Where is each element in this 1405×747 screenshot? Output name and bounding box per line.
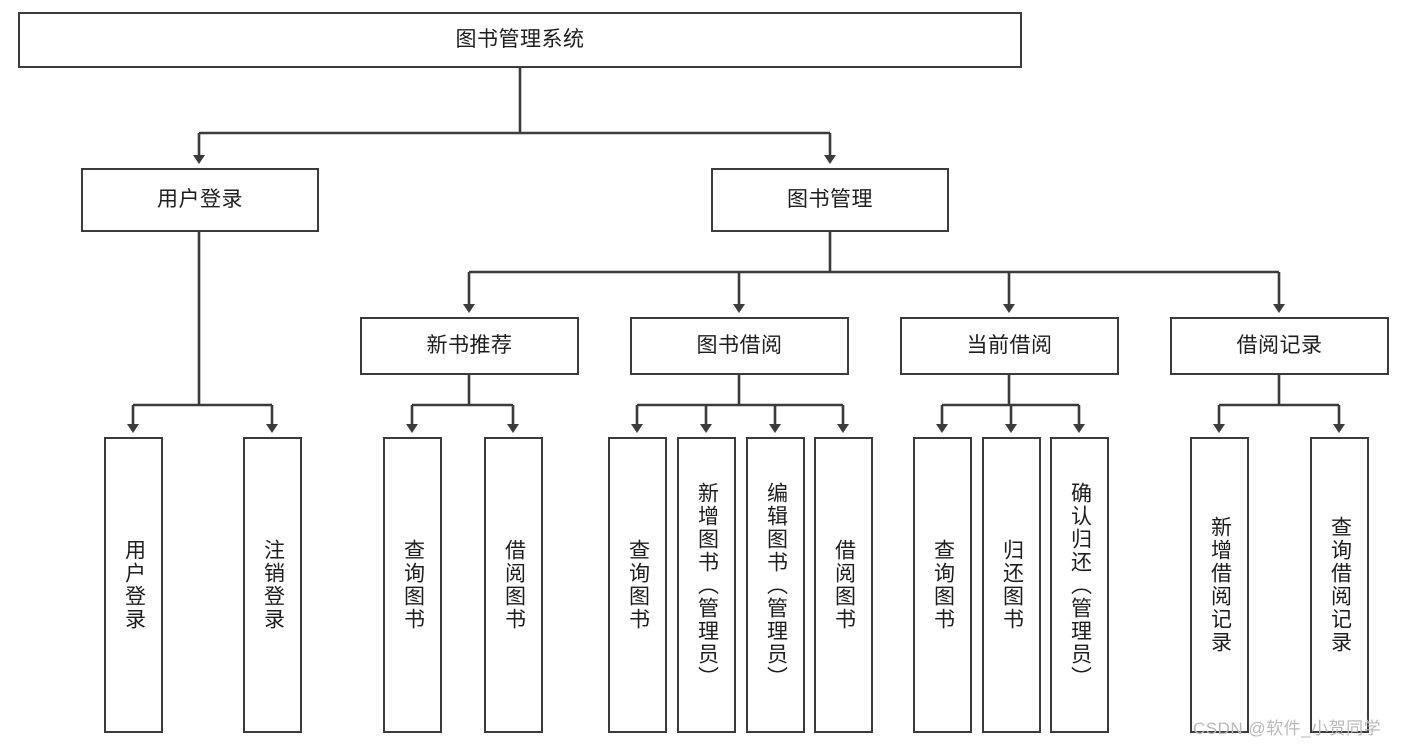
node-book-manage[interactable]: 图书管理 <box>711 168 949 232</box>
node-user-login[interactable]: 用户登录 <box>81 168 319 232</box>
node-leaf-edit-book-label: 编辑图书（管理员） <box>764 481 788 689</box>
node-leaf-borrow-book-2-label: 借阅图书 <box>832 539 856 631</box>
node-leaf-add-book-label: 新增图书（管理员） <box>695 481 719 689</box>
node-leaf-borrow-book-1-label: 借阅图书 <box>502 539 526 631</box>
node-leaf-add-record[interactable]: 新增借阅记录 <box>1190 437 1249 733</box>
node-leaf-borrow-book-2[interactable]: 借阅图书 <box>814 437 873 733</box>
node-leaf-add-book[interactable]: 新增图书（管理员） <box>677 437 736 733</box>
node-leaf-return-book[interactable]: 归还图书 <box>982 437 1041 733</box>
node-leaf-query-book-3-label: 查询图书 <box>931 539 955 631</box>
node-leaf-query-book-2[interactable]: 查询图书 <box>608 437 667 733</box>
node-new-book-recommend-label: 新书推荐 <box>426 333 513 357</box>
node-root-label: 图书管理系统 <box>455 27 585 51</box>
node-borrow-record[interactable]: 借阅记录 <box>1170 317 1389 375</box>
node-user-login-label: 用户登录 <box>157 187 243 211</box>
node-leaf-query-book-1-label: 查询图书 <box>401 539 425 631</box>
node-leaf-query-record-label: 查询借阅记录 <box>1328 516 1352 654</box>
node-borrow-record-label: 借阅记录 <box>1236 333 1323 357</box>
node-leaf-edit-book[interactable]: 编辑图书（管理员） <box>746 437 805 733</box>
node-leaf-user-login[interactable]: 用户登录 <box>104 437 163 733</box>
node-current-borrow-label: 当前借阅 <box>966 333 1053 357</box>
node-book-manage-label: 图书管理 <box>787 187 873 211</box>
watermark: CSDN @软件_小贺同学 <box>1193 719 1382 738</box>
node-leaf-query-book-1[interactable]: 查询图书 <box>383 437 442 733</box>
node-leaf-user-login-label: 用户登录 <box>122 539 146 631</box>
node-book-borrow[interactable]: 图书借阅 <box>630 317 849 375</box>
node-book-borrow-label: 图书借阅 <box>696 333 783 357</box>
node-leaf-confirm-return[interactable]: 确认归还（管理员） <box>1050 437 1109 733</box>
node-leaf-logout-label: 注销登录 <box>261 539 285 631</box>
node-leaf-borrow-book-1[interactable]: 借阅图书 <box>484 437 543 733</box>
node-leaf-confirm-return-label: 确认归还（管理员） <box>1068 481 1092 689</box>
node-leaf-logout[interactable]: 注销登录 <box>243 437 302 733</box>
node-leaf-add-record-label: 新增借阅记录 <box>1208 516 1232 654</box>
node-new-book-recommend[interactable]: 新书推荐 <box>360 317 579 375</box>
node-root[interactable]: 图书管理系统 <box>18 12 1022 68</box>
node-leaf-query-record[interactable]: 查询借阅记录 <box>1310 437 1369 733</box>
node-current-borrow[interactable]: 当前借阅 <box>900 317 1119 375</box>
node-leaf-query-book-2-label: 查询图书 <box>626 539 650 631</box>
node-leaf-return-book-label: 归还图书 <box>1000 539 1024 631</box>
node-leaf-query-book-3[interactable]: 查询图书 <box>913 437 972 733</box>
